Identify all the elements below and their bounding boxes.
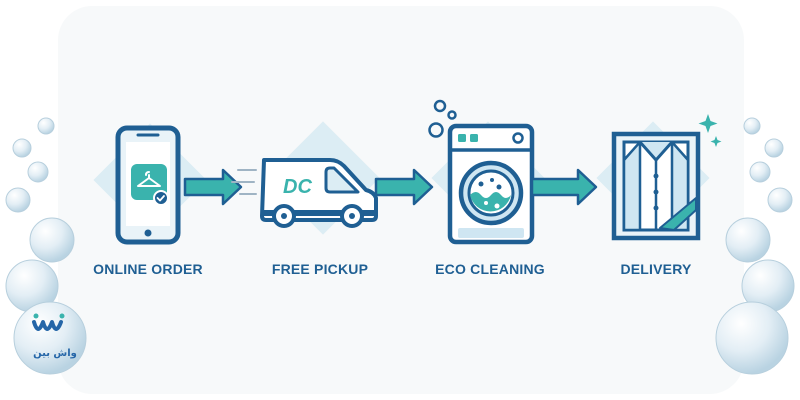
bubble [37,117,55,135]
step-label-free-pickup: FREE PICKUP [271,261,369,277]
bubble [27,161,49,183]
bubble [13,301,87,375]
brand-name: واش بين [33,348,77,359]
bubble [764,138,784,158]
bubble [749,161,771,183]
smartphone-hanger-icon [115,125,181,245]
flow-arrow [374,168,434,206]
step-label-delivery: DELIVERY [620,261,692,277]
bubbles-left [5,117,87,375]
brand-logo-icon [32,313,65,331]
step-label-online-order: ONLINE ORDER [93,261,203,277]
washing-machine-icon [428,99,535,245]
bubble [743,117,761,135]
delivery-van-icon: DC [231,158,378,228]
bubbles-right [715,117,795,375]
bubble [12,138,32,158]
bubble [5,187,31,213]
bubble [29,217,75,263]
step-label-eco-cleaning: ECO CLEANING [435,261,545,277]
bubble [767,187,793,213]
van-logo-text: DC [283,176,312,198]
bubble [725,217,771,263]
bubble [715,301,789,375]
folded-shirt-icon [611,114,722,241]
flow-arrow [530,168,598,206]
flow-arrow [183,168,243,206]
